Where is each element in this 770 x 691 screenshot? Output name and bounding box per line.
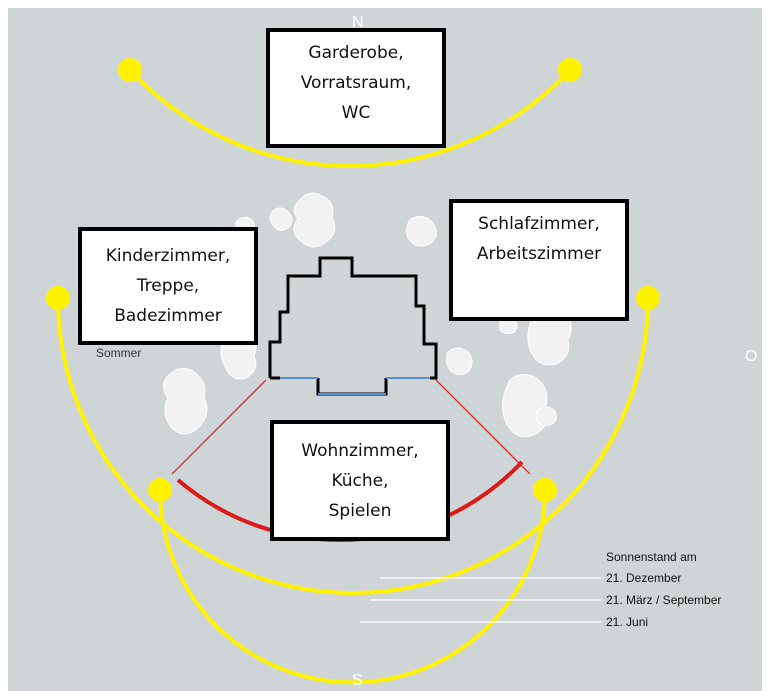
room-box-south: Wohnzimmer, Küche, Spielen — [270, 420, 450, 541]
room-label-east: Schlafzimmer, Arbeitszimmer — [476, 214, 602, 264]
sun-dot — [148, 478, 172, 502]
sun-dot — [118, 58, 142, 82]
compass-east: O — [745, 348, 758, 365]
legend-title: Sonnenstand am — [606, 550, 697, 564]
sun-paths — [56, 68, 650, 685]
sector-ray-west — [171, 379, 267, 475]
room-label-north: Garderobe, Vorratsraum, WC — [300, 43, 412, 123]
legend-item-juni: 21. Juni — [606, 615, 649, 629]
legend-item-maerz-september: 21. März / September — [606, 593, 722, 607]
compass-south: S — [352, 672, 363, 689]
house-floorplan — [268, 256, 438, 396]
room-label-west: Kinderzimmer, Treppe, Badezimmer — [105, 246, 231, 326]
sun-positions — [46, 58, 660, 502]
sun-path-21-dezember — [158, 489, 547, 685]
season-label-sommer: Sommer — [96, 346, 142, 360]
room-box-west: Kinderzimmer, Treppe, Badezimmer — [78, 227, 258, 345]
legend-leaders — [360, 577, 602, 623]
sun-dot — [533, 478, 557, 502]
tree — [269, 207, 293, 231]
tree — [502, 374, 549, 438]
sector-ray-east — [435, 379, 531, 475]
tree — [293, 192, 336, 248]
sun-path-21-maerz-september — [56, 297, 650, 595]
sun-dot — [636, 286, 660, 310]
sun-dot — [46, 286, 70, 310]
room-box-north: Garderobe, Vorratsraum, WC — [266, 28, 446, 148]
tree — [445, 347, 473, 376]
trees — [163, 192, 572, 438]
room-box-east: Schlafzimmer, Arbeitszimmer — [449, 199, 629, 321]
tree — [535, 406, 558, 427]
sun-path-21-juni — [128, 68, 572, 168]
legend-item-dezember: 21. Dezember — [606, 571, 682, 585]
tree — [405, 216, 437, 247]
compass-north: N — [352, 14, 364, 31]
sun-dot — [558, 58, 582, 82]
room-label-south: Wohnzimmer, Küche, Spielen — [301, 440, 419, 521]
tree — [163, 368, 208, 435]
